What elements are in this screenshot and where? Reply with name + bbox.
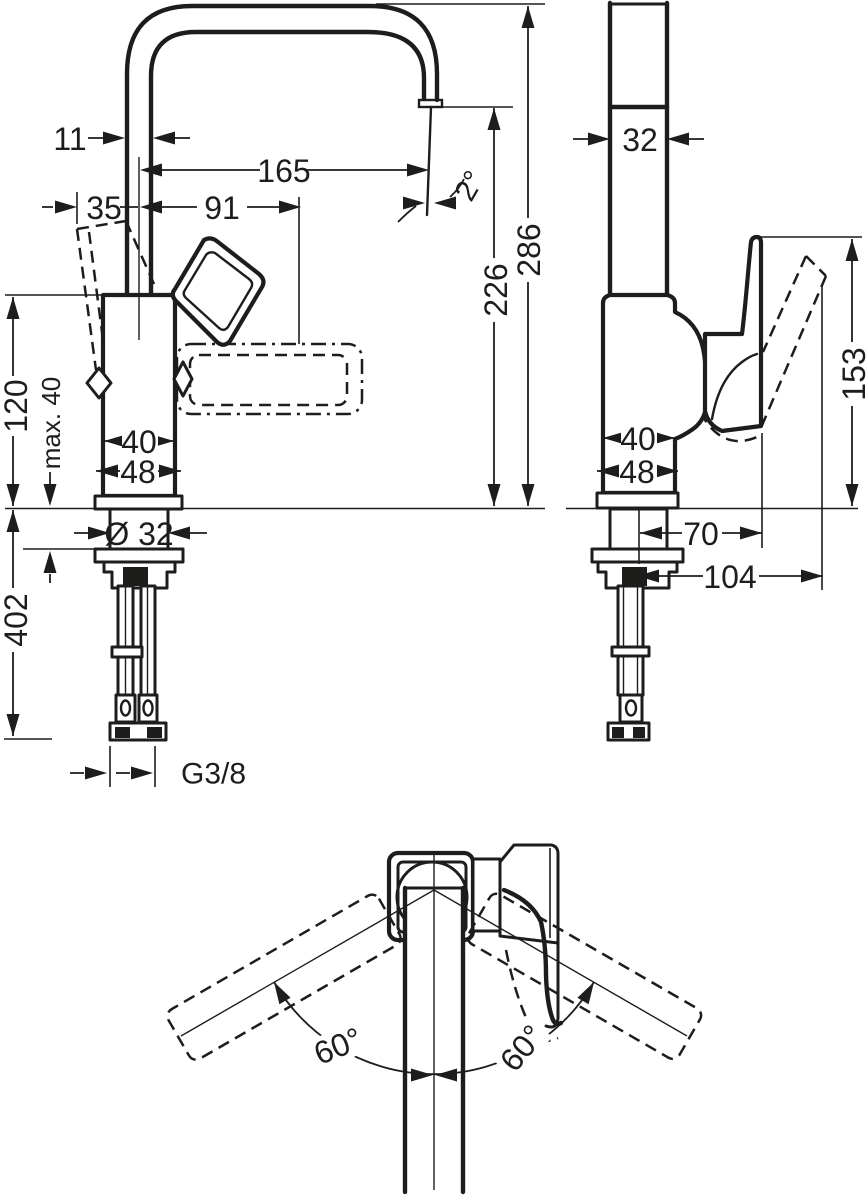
dim-lever-height: 153 xyxy=(757,236,867,506)
lever-swing-zone-inner xyxy=(188,353,349,407)
pipe-clip xyxy=(110,645,144,659)
arrowhead-icon xyxy=(521,484,535,506)
lever-tip-diamond-left xyxy=(85,366,113,400)
lever-side xyxy=(702,234,764,434)
dim-label-48-side: 48 xyxy=(619,454,655,490)
lever-grip-curve-top xyxy=(501,887,564,1027)
water-stream-line xyxy=(425,105,433,217)
dim-body-height: 120 xyxy=(0,297,34,506)
dim-total-height: 286 xyxy=(511,6,547,506)
arrowhead-icon xyxy=(6,510,20,532)
dim-label-40: 40 xyxy=(121,424,157,460)
hose-fitting-left xyxy=(114,693,137,724)
arrowhead-icon xyxy=(845,484,859,506)
dim-label-max40: max. 40 xyxy=(36,377,66,470)
arrowhead-icon xyxy=(6,484,20,506)
dim-spout-reach-inner: 91 xyxy=(140,190,301,344)
dim-outlet-height: 226 xyxy=(441,106,514,506)
spout-outer-outline xyxy=(124,3,440,300)
dim-label-286: 286 xyxy=(511,223,547,276)
arrowhead-icon xyxy=(801,569,823,583)
base-flange-side xyxy=(595,491,680,510)
supply-pipe-side xyxy=(616,584,645,697)
arrowhead-icon xyxy=(845,239,859,261)
lever-alt-position-dashed xyxy=(75,219,156,371)
arrowhead-icon xyxy=(740,526,762,540)
dim-label-402: 402 xyxy=(0,593,34,646)
dim-spout-depth: 32 xyxy=(573,122,704,158)
dim-label-91: 91 xyxy=(204,190,240,226)
dim-body-depth: 40 xyxy=(603,421,675,457)
dim-label-165: 165 xyxy=(257,153,310,189)
top-view: 60° 60° xyxy=(166,843,703,1195)
dim-label-g38: G3/8 xyxy=(181,758,246,791)
arrowhead-icon xyxy=(407,163,429,177)
spout-swivel-left-dashed xyxy=(166,893,402,1061)
arrowhead-icon xyxy=(85,766,107,780)
arrowhead-icon xyxy=(6,714,20,736)
arrowhead-icon xyxy=(43,551,57,573)
tailpiece xyxy=(123,567,148,586)
dim-label-32: 32 xyxy=(622,122,658,158)
dim-base-width: 48 xyxy=(96,454,181,490)
dim-label-70: 70 xyxy=(683,516,719,552)
mounting-plate-side xyxy=(590,547,685,564)
dim-body-width: 40 xyxy=(104,424,174,460)
arrowhead-icon xyxy=(487,108,501,130)
dim-label-11: 11 xyxy=(53,121,86,157)
spout-top-view xyxy=(402,885,466,1195)
lever-tip-diamond-right xyxy=(172,360,194,398)
dim-label-40-side: 40 xyxy=(620,421,656,457)
arrowhead-icon xyxy=(434,196,456,210)
arrowhead-icon xyxy=(153,131,175,145)
front-view: 11 165 35 91 2° xyxy=(0,3,547,791)
dim-pipe-width: 11 xyxy=(53,121,190,157)
dim-spout-reach: 165 xyxy=(140,153,429,189)
dim-deck-thickness: max. 40 xyxy=(23,377,97,583)
arrowhead-icon xyxy=(588,132,610,146)
arrowhead-icon xyxy=(279,200,301,214)
dim-label-dia32: Ø 32 xyxy=(104,516,173,552)
dim-label-226: 226 xyxy=(478,263,514,316)
shank xyxy=(108,507,170,551)
swivel-angle-arc xyxy=(273,981,595,1075)
dim-label-104: 104 xyxy=(703,559,756,595)
hose-fitting-side xyxy=(618,693,644,724)
spout-column xyxy=(607,0,670,298)
arrowhead-icon xyxy=(103,131,125,145)
dim-hole-diameter: Ø 32 xyxy=(74,516,207,552)
dim-label-60-right: 60° xyxy=(493,1018,552,1078)
arrowhead-icon xyxy=(521,6,535,28)
dim-base-depth: 48 xyxy=(597,454,678,490)
spout-swivel-right-dashed xyxy=(466,892,703,1061)
arrowhead-icon xyxy=(131,766,153,780)
dim-lever-projection-open: 104 xyxy=(637,286,823,595)
lever-blade xyxy=(170,236,266,347)
base-flange xyxy=(93,494,184,511)
dim-lever-projection: 70 xyxy=(638,433,763,564)
lever-blade-inner-line xyxy=(182,251,254,331)
arrowhead-icon xyxy=(43,484,57,506)
dim-lever-offset: 35 xyxy=(42,190,138,226)
dim-label-35: 35 xyxy=(86,190,122,226)
arrowhead-icon xyxy=(6,297,20,319)
arrowhead-icon xyxy=(487,484,501,506)
dim-thread: G3/8 xyxy=(70,746,246,791)
arrowhead-icon xyxy=(667,132,689,146)
hose-fitting-right xyxy=(137,693,159,724)
dim-label-48: 48 xyxy=(120,454,156,490)
swivel-radial-lines xyxy=(180,889,688,1037)
lever-contour-line xyxy=(710,352,759,421)
arrowhead-icon xyxy=(55,200,77,214)
spout-inner-outline xyxy=(148,29,427,300)
dim-supply-length: 402 xyxy=(0,510,52,740)
side-view: 32 153 40 48 xyxy=(566,0,867,742)
pipe-clip-side xyxy=(610,645,651,658)
dim-label-120: 120 xyxy=(0,379,34,432)
dim-label-153: 153 xyxy=(836,347,867,400)
